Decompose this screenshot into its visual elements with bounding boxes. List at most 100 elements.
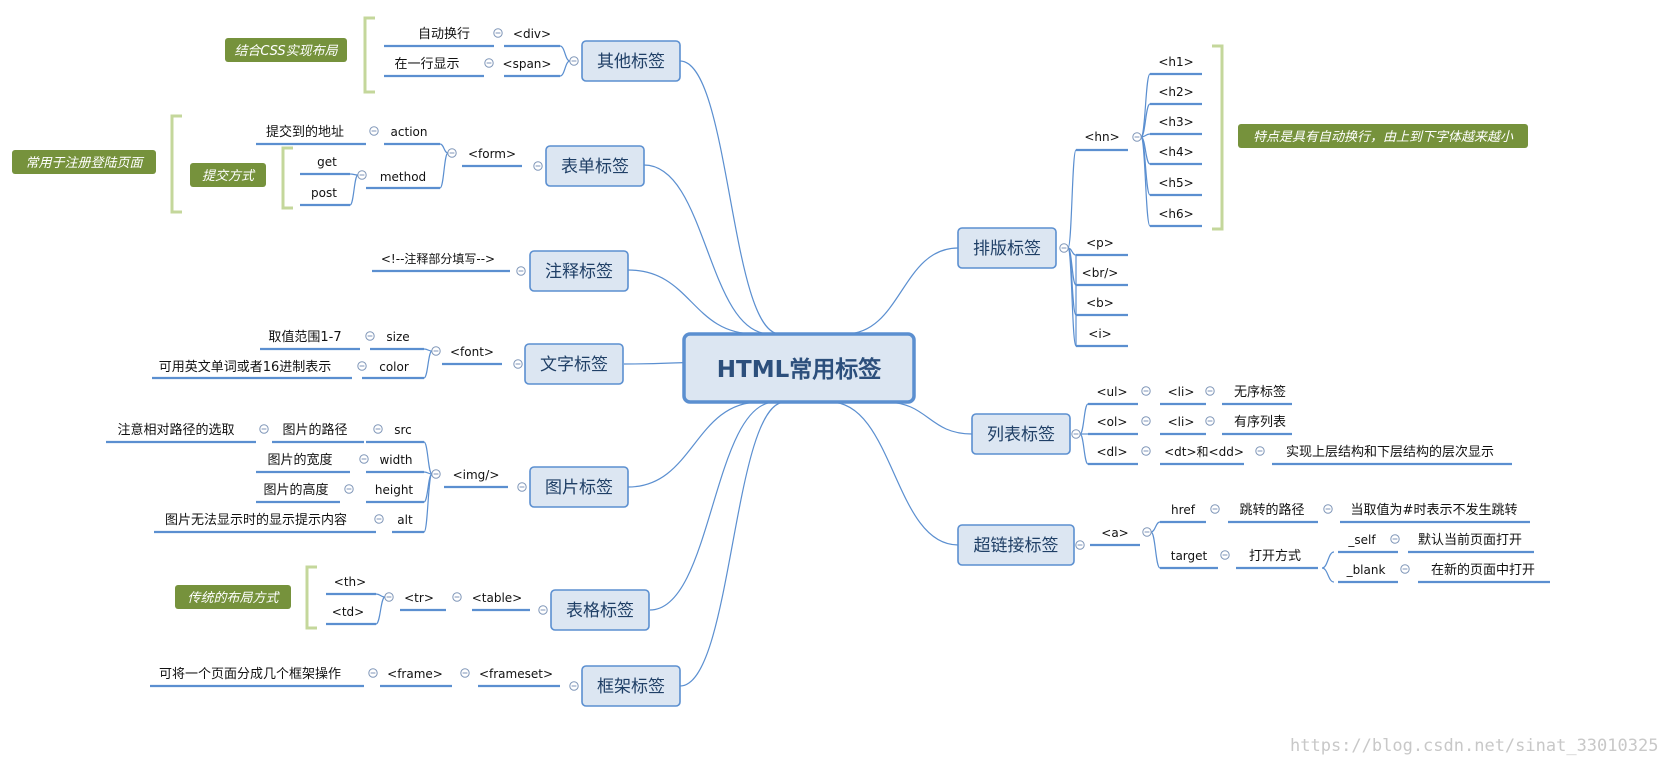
- node-label-nodes-b: <b>: [1086, 296, 1114, 310]
- node-label-nodes-frameset: <frameset>: [479, 667, 553, 681]
- node-label-nodes-ul: <ul>: [1096, 385, 1127, 399]
- topic-frame[interactable]: 框架标签: [581, 665, 681, 707]
- topic-box: [529, 250, 629, 292]
- node-label-nodes-p: <p>: [1086, 236, 1114, 250]
- topic-comment[interactable]: 注释标签: [529, 250, 629, 292]
- note-submit-method: 提交方式: [190, 163, 266, 187]
- connector-line: [375, 593, 386, 598]
- topic-image[interactable]: 图片标签: [529, 466, 629, 508]
- node-label-nodes-div-desc: 自动换行: [418, 27, 470, 42]
- note-label: 传统的布局方式: [187, 591, 280, 606]
- bracket: [363, 16, 375, 94]
- connector-line: [1140, 136, 1151, 227]
- node-label-nodes-hn: <hn>: [1084, 130, 1119, 144]
- connector-layer: [106, 16, 1550, 688]
- topic-form[interactable]: 表单标签: [545, 145, 645, 187]
- node-label-nodes-src-note: 注意相对路径的选取: [117, 422, 234, 438]
- node-label-nodes-h1: <h1>: [1158, 55, 1193, 69]
- connector-line: [349, 173, 359, 176]
- node-label-nodes-span: <span>: [503, 57, 552, 71]
- note-box: [225, 38, 347, 62]
- topic-label: 表单标签: [561, 157, 629, 177]
- node-label-nodes-comment-syntax: <!--注释部分填写-->: [381, 251, 495, 266]
- node-label-nodes-li-ol: <li>: [1168, 415, 1195, 429]
- central-topic-box: [682, 332, 916, 404]
- node-label-nodes-height: height: [375, 483, 414, 497]
- topic-box: [524, 343, 624, 385]
- topic-label: 注释标签: [545, 262, 613, 282]
- topic-label: 框架标签: [597, 677, 665, 697]
- node-label-nodes-h3: <h3>: [1158, 115, 1193, 129]
- topic-table[interactable]: 表格标签: [550, 589, 650, 631]
- node-label-nodes-target-desc: 打开方式: [1249, 548, 1301, 564]
- note-css-layout: 结合CSS实现布局: [225, 38, 347, 62]
- connector-line: [679, 60, 781, 335]
- node-label-nodes-size-desc: 取值范围1-7: [268, 329, 341, 345]
- node-label-nodes-a-tag: <a>: [1101, 526, 1128, 540]
- watermark: https://blog.csdn.net/sinat_33010325: [1290, 736, 1658, 756]
- node-label-nodes-img-tag: <img/>: [453, 468, 500, 482]
- note-box: [190, 163, 266, 187]
- note-box: [1238, 124, 1528, 148]
- topic-label: 其他标签: [597, 52, 665, 72]
- node-label-nodes-h6: <h6>: [1158, 207, 1193, 221]
- node-label-nodes-th: <th>: [334, 575, 366, 589]
- topic-label: 超链接标签: [974, 536, 1059, 556]
- topic-label: 排版标签: [973, 239, 1041, 259]
- note-heading-note: 特点是具有自动换行，由上到下字体越来越小: [1238, 124, 1528, 148]
- node-label-nodes-br: <br/>: [1082, 266, 1119, 280]
- node-label-nodes-color-desc: 可用英文单词或者16进制表示: [159, 360, 332, 375]
- connector-line: [423, 348, 433, 352]
- node-label-nodes-href-note: 当取值为#时表示不发生跳转: [1351, 502, 1518, 518]
- topic-box: [581, 40, 681, 82]
- connector-line: [627, 269, 756, 335]
- connector-line: [559, 60, 571, 77]
- topic-box: [550, 589, 650, 631]
- topic-box: [545, 145, 645, 187]
- node-label-nodes-h5: <h5>: [1158, 176, 1193, 190]
- topic-list[interactable]: 列表标签: [971, 413, 1071, 455]
- topic-box: [971, 413, 1071, 455]
- topic-link[interactable]: 超链接标签: [957, 524, 1075, 566]
- node-label-nodes-tr: <tr>: [404, 591, 434, 605]
- node-label-nodes-span-desc: 在一行显示: [394, 57, 459, 72]
- node-label-nodes-table-tag: <table>: [472, 591, 523, 605]
- connector-line: [643, 164, 771, 335]
- node-label-nodes-li-ul: <li>: [1168, 385, 1195, 399]
- topic-text[interactable]: 文字标签: [524, 343, 624, 385]
- note-label: 提交方式: [202, 168, 256, 184]
- connector-line: [1079, 403, 1089, 435]
- node-label-nodes-dl-desc: 实现上层结构和下层结构的层次显示: [1286, 444, 1494, 460]
- node-label-nodes-self: _self: [1347, 533, 1376, 547]
- node-label-nodes-frame-desc: 可将一个页面分成几个框架操作: [159, 666, 341, 682]
- topic-other[interactable]: 其他标签: [581, 40, 681, 82]
- connector-line: [423, 441, 433, 475]
- node-label-nodes-blank: _blank: [1346, 563, 1386, 577]
- node-label-nodes-src: src: [394, 423, 412, 437]
- note-box: [175, 585, 291, 609]
- connector-line: [439, 143, 449, 154]
- note-box: [12, 150, 156, 174]
- node-label-nodes-frame-tag: <frame>: [387, 667, 443, 681]
- connector-line: [1150, 521, 1161, 533]
- node-label-nodes-alt-desc: 图片无法显示时的显示提示内容: [165, 512, 347, 528]
- connector-line: [349, 174, 359, 206]
- topic-layout[interactable]: 排版标签: [957, 227, 1057, 269]
- note-form-usage: 常用于注册登陆页面: [12, 150, 156, 174]
- connector-line: [559, 45, 571, 62]
- topic-box: [529, 466, 629, 508]
- topic-label: 图片标签: [545, 478, 613, 498]
- note-label: 特点是具有自动换行，由上到下字体越来越小: [1253, 129, 1514, 145]
- node-label-nodes-action-desc: 提交到的地址: [266, 124, 344, 140]
- connector-line: [844, 247, 959, 335]
- node-label-nodes-form-tag: <form>: [468, 147, 516, 161]
- note-table-usage: 传统的布局方式: [175, 585, 291, 609]
- topic-box: [581, 665, 681, 707]
- central-topic[interactable]: HTML常用标签: [682, 332, 916, 404]
- topic-label: 表格标签: [566, 601, 634, 621]
- central-topic-label: HTML常用标签: [717, 356, 882, 383]
- node-label-nodes-href: href: [1171, 503, 1196, 517]
- connector-line: [1321, 567, 1335, 583]
